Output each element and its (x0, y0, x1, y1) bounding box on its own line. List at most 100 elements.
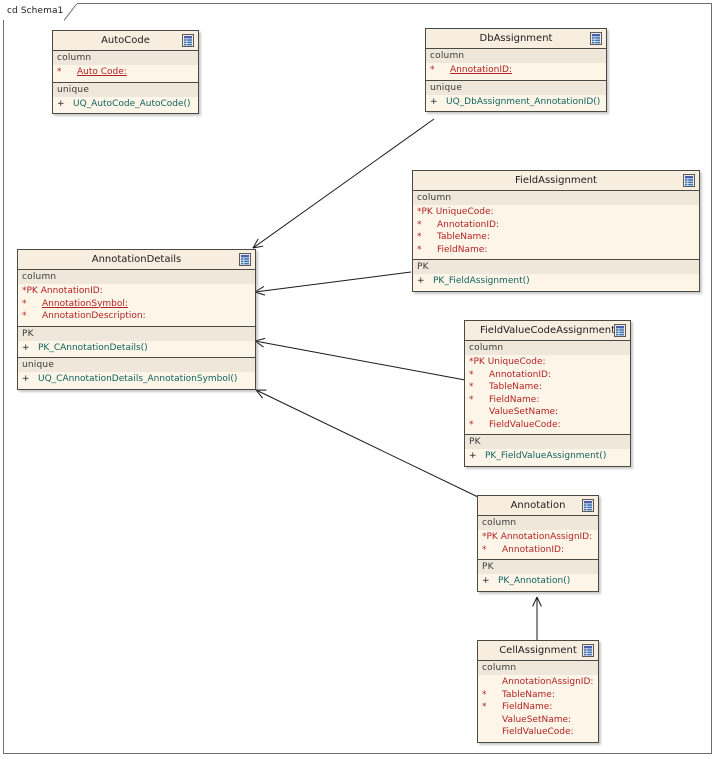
table-icon (582, 644, 594, 657)
visibility-marker: + (22, 342, 30, 353)
compartment-rows: + UQ_CAnnotationDetails_AnnotationSymbol(… (18, 372, 255, 386)
attribute-row[interactable]: *AnnotationID: (426, 64, 606, 77)
compartment-rows: +PK_Annotation() (478, 574, 598, 588)
compartment-label: column (413, 191, 699, 205)
visibility-marker: + (430, 96, 438, 107)
operation-row[interactable]: + UQ_CAnnotationDetails_AnnotationSymbol(… (18, 373, 255, 386)
operation-row[interactable]: +PK_CAnnotationDetails() (18, 342, 255, 355)
compartment-unique: unique+UQ_AutoCode_AutoCode() (53, 82, 198, 114)
compartment-unique: unique+UQ_CAnnotationDetails_AnnotationS… (18, 358, 255, 389)
attribute-row[interactable]: *PK UniqueCode: (465, 356, 630, 369)
class-title-fieldassignment[interactable]: FieldAssignment (413, 171, 699, 191)
attribute-row[interactable]: ValueSetName: (478, 714, 598, 727)
attribute-row[interactable]: *FieldValueCode: (465, 419, 630, 432)
required-marker: * (482, 689, 487, 700)
attribute-row[interactable]: AnnotationAssignID: (478, 676, 598, 689)
class-title-cellassignment[interactable]: CellAssignment (478, 641, 598, 661)
attribute-row[interactable]: ValueSetName: (465, 406, 630, 419)
required-marker: * (417, 232, 422, 242)
compartment-label: unique (53, 82, 198, 97)
operation-label: PK_Annotation() (498, 576, 571, 586)
class-title-annotationdetails[interactable]: AnnotationDetails (18, 250, 255, 270)
attribute-label: AnnotationID: (40, 286, 103, 296)
required-marker: * (469, 419, 474, 430)
class-box-annotationdetails[interactable]: AnnotationDetails column*PK AnnotationID… (17, 249, 256, 390)
class-title-autocode[interactable]: AutoCode (53, 31, 198, 51)
compartment-label: column (426, 49, 606, 63)
compartment-rows: *Auto Code: (53, 65, 198, 79)
class-title-annotation[interactable]: Annotation (478, 496, 598, 516)
attribute-label: ValueSetName: (489, 407, 559, 417)
attribute-row[interactable]: *FieldName: (478, 701, 598, 714)
operation-row[interactable]: +PK_FieldAssignment() (413, 275, 699, 288)
attribute-row[interactable]: *AnnotationID: (478, 544, 598, 557)
attribute-row[interactable]: *AnnotationID: (465, 369, 630, 382)
attribute-row[interactable]: *FieldName: (465, 394, 630, 407)
compartment-label: column (465, 341, 630, 355)
required-marker: * (417, 244, 422, 255)
compartment-column: column*PK AnnotationID:*AnnotationSymbol… (18, 270, 255, 327)
visibility-marker: + (22, 374, 30, 384)
operation-label: UQ_DbAssignment_AnnotationID() (446, 96, 601, 107)
table-icon (239, 253, 251, 266)
attribute-row[interactable]: *AnnotationSymbol: (18, 298, 255, 311)
attribute-label: ValueSetName: (502, 714, 572, 725)
attribute-label: AnnotationAssignID: (500, 532, 593, 542)
diagram-frame (3, 3, 712, 754)
compartment-rows: *PK AnnotationID:*AnnotationSymbol:*Anno… (18, 284, 255, 323)
compartment-column: column*PK UniqueCode:*AnnotationID:*Tabl… (465, 341, 630, 435)
attribute-row[interactable]: *FieldName: (413, 244, 699, 257)
operation-row[interactable]: +PK_Annotation() (478, 575, 598, 588)
compartment-column: column*PK AnnotationAssignID:*Annotation… (478, 516, 598, 560)
attribute-row[interactable]: *TableName: (478, 689, 598, 702)
attribute-label: UniqueCode: (487, 357, 546, 367)
attribute-row[interactable]: *PK AnnotationAssignID: (478, 531, 598, 544)
attribute-label: AnnotationDescription: (42, 311, 146, 321)
attribute-label: TableName: (437, 232, 490, 242)
class-title-dbassignment[interactable]: DbAssignment (426, 29, 606, 49)
visibility-marker: + (469, 451, 477, 461)
compartment-label: column (478, 661, 598, 675)
attribute-row[interactable]: * TableName: (413, 231, 699, 244)
attribute-label: FieldName: (489, 394, 540, 405)
attribute-row[interactable]: *PK AnnotationID: (18, 285, 255, 298)
class-box-annotation[interactable]: Annotation column*PK AnnotationAssignID:… (477, 495, 599, 592)
attribute-row[interactable]: *Auto Code: (53, 66, 198, 79)
attribute-row[interactable]: *TableName: (465, 381, 630, 394)
operation-row[interactable]: +UQ_AutoCode_AutoCode() (53, 98, 198, 111)
class-box-fieldvaluecodeassignment[interactable]: FieldValueCodeAssignment column*PK Uniqu… (464, 320, 631, 467)
operation-label: PK_FieldValueAssignment() (485, 451, 607, 461)
compartment-column: column*Auto Code: (53, 51, 198, 83)
table-icon (590, 32, 602, 45)
compartment-column: column*PK UniqueCode:*AnnotationID:*Tabl… (413, 191, 699, 260)
operation-label: UQ_CAnnotationDetails_AnnotationSymbol() (38, 374, 238, 384)
operation-row[interactable]: + UQ_DbAssignment_AnnotationID() (426, 96, 606, 109)
pk-marker: *PK (482, 532, 498, 542)
table-icon (582, 499, 594, 512)
attribute-row[interactable]: *AnnotationID: (413, 219, 699, 232)
compartment-label: column (478, 516, 598, 530)
operation-row[interactable]: + PK_FieldValueAssignment() (465, 450, 630, 463)
table-icon (614, 324, 626, 337)
class-box-fieldassignment[interactable]: FieldAssignment column*PK UniqueCode:*An… (412, 170, 700, 292)
pk-marker: *PK (469, 357, 485, 367)
attribute-row[interactable]: *PK UniqueCode: (413, 206, 699, 219)
attribute-row[interactable]: *AnnotationDescription: (18, 310, 255, 323)
pk-marker: *PK (417, 207, 433, 217)
compartment-column: column*AnnotationID: (426, 49, 606, 81)
compartment-rows: *PK UniqueCode:*AnnotationID:*TableName:… (465, 355, 630, 431)
attribute-label: UniqueCode: (435, 207, 494, 217)
compartment-rows: +PK_FieldAssignment() (413, 274, 699, 288)
attribute-label: AnnotationAssignID: (502, 677, 594, 687)
compartment-rows: + PK_FieldValueAssignment() (465, 449, 630, 463)
class-box-autocode[interactable]: AutoCode column*Auto Code:unique+UQ_Auto… (52, 30, 199, 114)
class-box-dbassignment[interactable]: DbAssignment column*AnnotationID:unique+… (425, 28, 607, 112)
required-marker: * (482, 702, 487, 712)
required-marker: * (482, 544, 487, 555)
class-title-fieldvaluecodeassignment[interactable]: FieldValueCodeAssignment (465, 321, 630, 341)
attribute-row[interactable]: FieldValueCode: (478, 726, 598, 739)
required-marker: * (430, 65, 435, 75)
compartment-label: PK (465, 435, 630, 449)
